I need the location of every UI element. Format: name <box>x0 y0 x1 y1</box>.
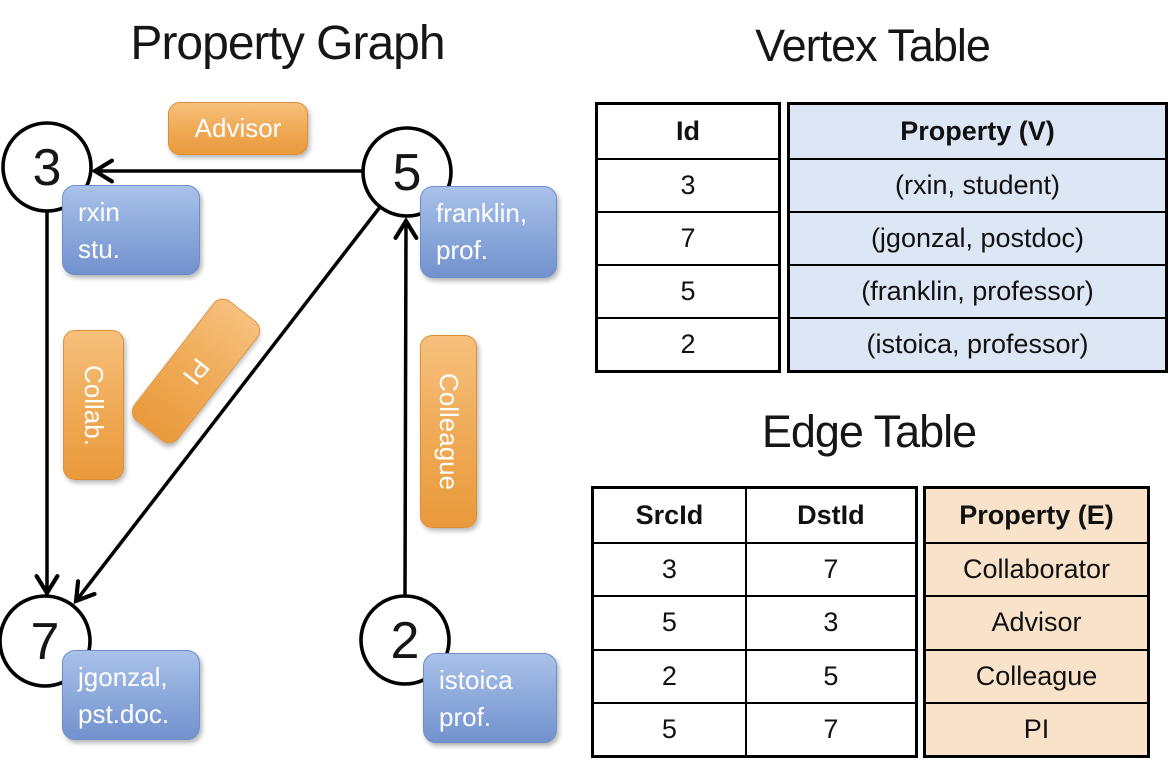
node-label-line: istoica <box>439 665 513 695</box>
vertex-cell-property: (rxin, student) <box>790 158 1165 211</box>
edge-label-advisor: Advisor <box>168 102 308 155</box>
graph-canvas: 3 5 7 2 <box>0 121 453 688</box>
vertex-cell-id: 5 <box>598 264 778 317</box>
vertex-cell-property: (jgonzal, postdoc) <box>790 211 1165 264</box>
node-label-line: prof. <box>436 234 489 265</box>
node-id-7: 7 <box>31 613 60 671</box>
vertex-col-header-id: Id <box>676 116 700 146</box>
vertex-table-property-column: Property (V) (rxin, student) (jgonzal, p… <box>787 102 1168 373</box>
edge-cell-dst: 3 <box>744 595 915 649</box>
edge-cell-src: 5 <box>594 701 745 755</box>
edge-table-src-dst-columns: SrcId DstId 3 7 5 3 2 5 5 7 <box>591 486 918 758</box>
edge-label-collab: Collab. <box>63 330 124 480</box>
node-label-line: jgonzal, <box>78 662 168 692</box>
node-label-line: rxin <box>78 197 120 227</box>
edge-table-title: Edge Table <box>761 406 977 457</box>
edge-cell-property: Advisor <box>926 595 1147 648</box>
edge-cell-property: Collaborator <box>926 542 1147 595</box>
edge-cell-dst: 7 <box>744 542 915 596</box>
node-label-rxin: rxin stu. <box>62 185 200 275</box>
node-id-2: 2 <box>391 612 420 670</box>
node-label-line: franklin, <box>436 198 528 228</box>
node-label-line: stu. <box>78 233 120 264</box>
edge-line-colleague-2-to-5 <box>393 217 419 596</box>
vertex-table-id-column: Id 3 7 5 2 <box>595 102 781 373</box>
edge-cell-src: 5 <box>594 595 745 648</box>
edge-label-colleague: Colleague <box>420 335 477 528</box>
edge-table-property-column: Property (E) Collaborator Advisor Collea… <box>923 486 1150 758</box>
edge-cell-dst: 7 <box>744 701 915 755</box>
vertex-col-header-property: Property (V) <box>900 116 1055 146</box>
vertex-cell-property: (istoica, professor) <box>790 317 1165 370</box>
edge-cell-property: PI <box>926 701 1147 755</box>
vertex-cell-id: 7 <box>598 211 778 264</box>
node-label-franklin: franklin, prof. <box>420 186 557 278</box>
edge-cell-dst: 5 <box>744 648 915 702</box>
vertex-cell-id: 2 <box>598 317 778 370</box>
node-label-istoica: istoica prof. <box>423 653 557 743</box>
vertex-cell-property: (franklin, professor) <box>790 264 1165 317</box>
edge-cell-src: 2 <box>594 648 745 702</box>
node-label-line: prof. <box>439 701 492 732</box>
vertex-cell-id: 3 <box>598 158 778 211</box>
edge-line-pi-5-to-7 <box>73 205 382 605</box>
vertex-table-title: Vertex Table <box>755 20 991 71</box>
edge-cell-src: 3 <box>594 542 745 595</box>
property-graph-title: Property Graph <box>130 17 445 70</box>
node-label-jgonzal: jgonzal, pst.doc. <box>62 650 200 740</box>
edge-cell-property: Colleague <box>926 648 1147 702</box>
node-id-5: 5 <box>393 144 422 202</box>
edge-col-header-dst: DstId <box>744 489 915 543</box>
node-label-line: pst.doc. <box>78 698 170 729</box>
node-id-3: 3 <box>33 139 62 197</box>
edge-col-header-src: SrcId <box>635 500 704 531</box>
edge-col-header-property: Property (E) <box>959 500 1114 531</box>
